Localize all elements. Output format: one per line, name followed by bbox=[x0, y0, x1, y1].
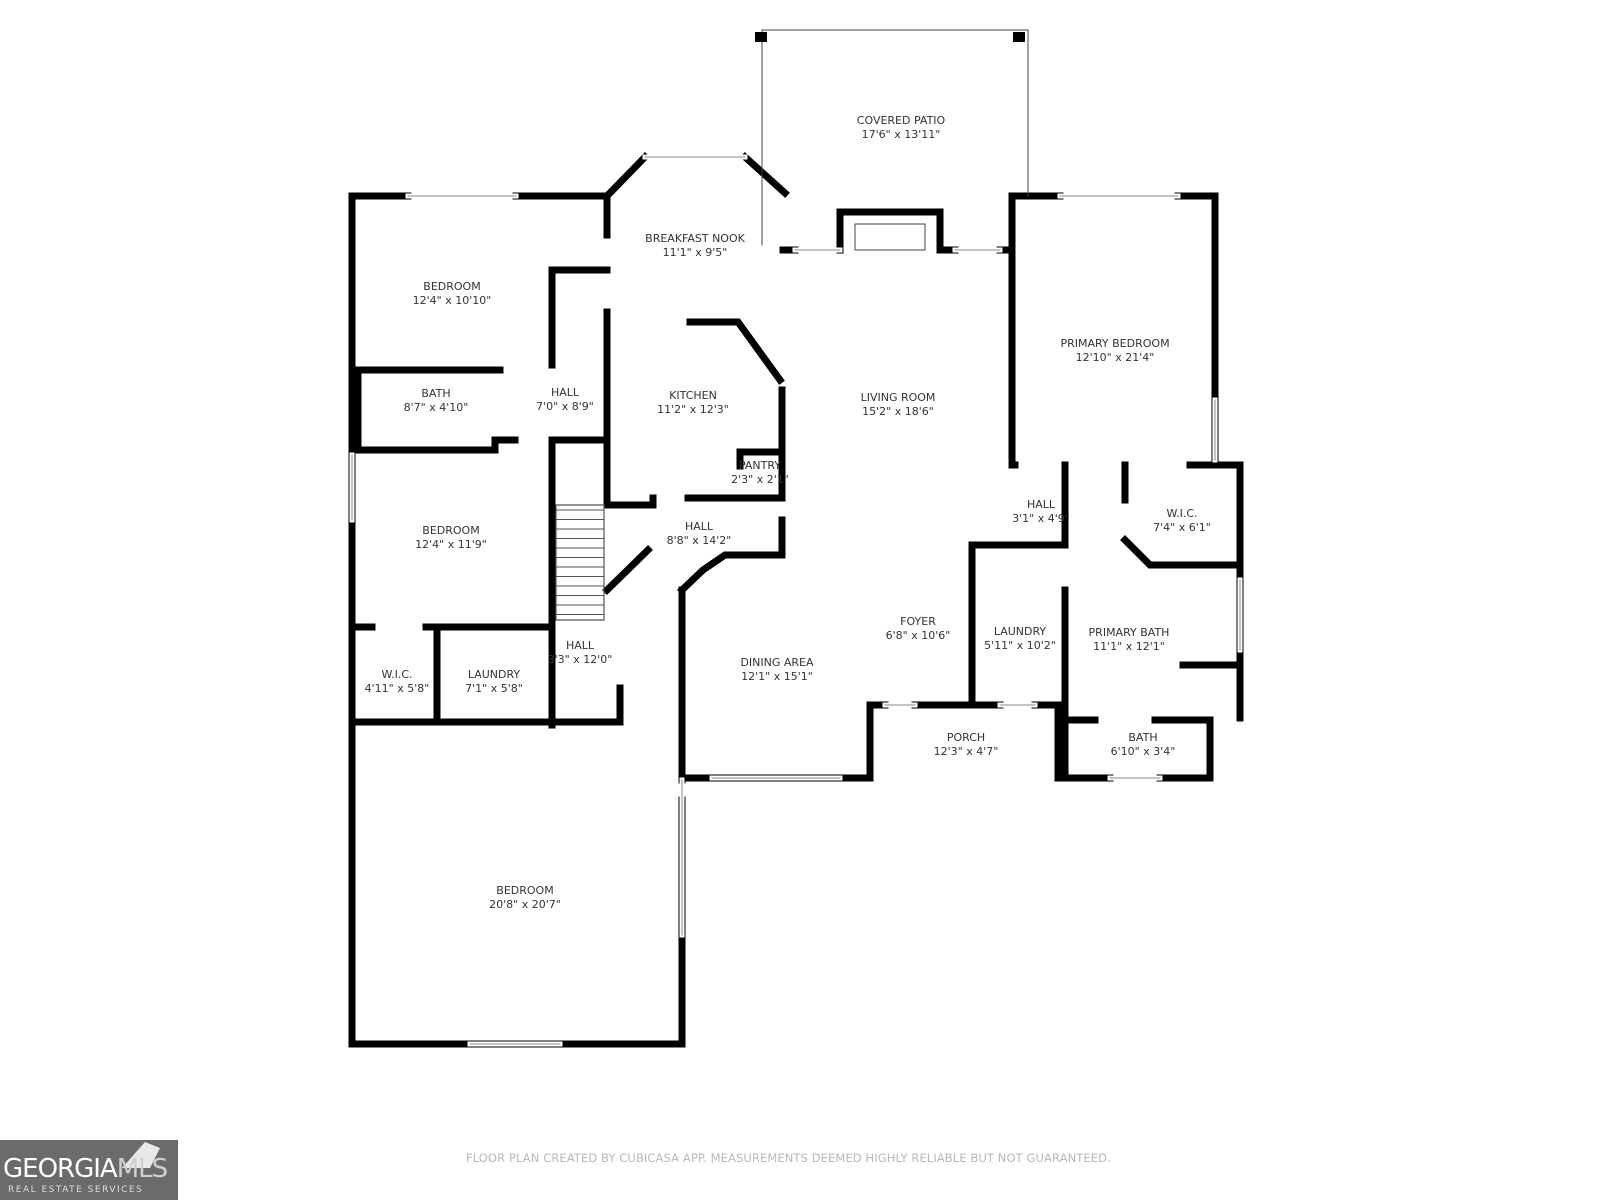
room-name: COVERED PATIO bbox=[856, 114, 946, 127]
wall bbox=[602, 152, 650, 201]
wall bbox=[836, 208, 944, 254]
room-dimensions: 15'2" x 18'6" bbox=[862, 405, 934, 418]
room-dimensions: 5'11" x 10'2" bbox=[984, 639, 1056, 652]
wall bbox=[348, 192, 412, 1048]
wall bbox=[1186, 461, 1244, 722]
room-dimensions: 12'4" x 11'9" bbox=[415, 538, 487, 551]
wall bbox=[1061, 716, 1114, 782]
room-name: HALL bbox=[684, 520, 714, 533]
room-name: LAUNDRY bbox=[993, 625, 1047, 638]
georgia-mls-logo: GEORGIAMLS REAL ESTATE SERVICES bbox=[0, 1140, 178, 1200]
disclaimer-footer: FLOOR PLAN CREATED BY CUBICASA APP. MEAS… bbox=[466, 1151, 1111, 1165]
room-name: LIVING ROOM bbox=[860, 391, 936, 404]
room-dimensions: 7'1" x 5'8" bbox=[465, 682, 523, 695]
room-dimensions: 6'8" x 10'6" bbox=[885, 629, 951, 642]
room-name: W.I.C. bbox=[381, 668, 413, 681]
room-dimensions: 2'3" x 2'1" bbox=[731, 473, 789, 486]
room-label: W.I.C.7'4" x 6'1" bbox=[1153, 507, 1211, 535]
room-dimensions: 11'2" x 12'3" bbox=[657, 403, 729, 416]
room-name: PRIMARY BATH bbox=[1088, 626, 1170, 639]
room-dimensions: 3'1" x 4'9" bbox=[1012, 512, 1070, 525]
fireplace bbox=[854, 223, 926, 251]
wall bbox=[1151, 716, 1214, 782]
roof-icon bbox=[122, 1142, 160, 1168]
room-dimensions: 8'8" x 14'2" bbox=[666, 534, 732, 547]
room-dimensions: 11'1" x 9'5" bbox=[662, 246, 728, 259]
room-name: HALL bbox=[565, 639, 595, 652]
room-dimensions: 11'1" x 12'1" bbox=[1093, 640, 1165, 653]
staircase bbox=[555, 504, 605, 621]
room-name: HALL bbox=[550, 386, 580, 399]
room-name: PORCH bbox=[946, 731, 986, 744]
room-dimensions: 8'7" x 4'10" bbox=[403, 401, 469, 414]
wall bbox=[348, 718, 686, 1048]
room-dimensions: 12'10" x 21'4" bbox=[1075, 351, 1155, 364]
wall bbox=[740, 152, 790, 198]
logo-tagline: REAL ESTATE SERVICES bbox=[8, 1185, 144, 1195]
wall bbox=[678, 701, 874, 782]
room-dimensions: 3'3" x 12'0" bbox=[547, 653, 613, 666]
wall bbox=[677, 543, 786, 595]
room-name: BREAKFAST NOOK bbox=[645, 232, 745, 245]
room-name: HALL bbox=[1026, 498, 1056, 511]
room-dimensions: 7'4" x 6'1" bbox=[1153, 521, 1211, 534]
room-name: BEDROOM bbox=[496, 884, 554, 897]
room-name: FOYER bbox=[900, 615, 936, 628]
room-dimensions: 20'8" x 20'7" bbox=[489, 898, 561, 911]
room-name: PRIMARY BEDROOM bbox=[1060, 337, 1170, 350]
room-label: W.I.C.4'11" x 5'8" bbox=[365, 668, 430, 696]
room-name: PANTRY bbox=[738, 459, 782, 472]
room-name: BEDROOM bbox=[423, 280, 481, 293]
room-dimensions: 12'4" x 10'10" bbox=[412, 294, 492, 307]
room-dimensions: 7'0" x 8'9" bbox=[536, 400, 594, 413]
room-name: LAUNDRY bbox=[467, 668, 521, 681]
wall bbox=[1174, 192, 1219, 464]
room-name: BATH bbox=[421, 387, 451, 400]
logo-brand: GEORGIA bbox=[3, 1154, 118, 1184]
wall bbox=[1061, 586, 1099, 724]
room-dimensions: 12'1" x 15'1" bbox=[741, 670, 813, 683]
room-name: BEDROOM bbox=[422, 524, 480, 537]
patio-outline bbox=[761, 29, 1029, 246]
post bbox=[755, 32, 767, 42]
room-dimensions: 12'3" x 4'7" bbox=[933, 745, 999, 758]
wall bbox=[354, 366, 519, 454]
wall bbox=[1120, 535, 1244, 569]
room-name: KITCHEN bbox=[669, 389, 717, 402]
room-name: BATH bbox=[1128, 731, 1158, 744]
room-dimensions: 17'6" x 13'11" bbox=[861, 128, 941, 141]
room-dimensions: 6'10" x 3'4" bbox=[1110, 745, 1176, 758]
post bbox=[1013, 32, 1025, 42]
room-name: W.I.C. bbox=[1166, 507, 1198, 520]
wall bbox=[602, 545, 653, 595]
wall bbox=[686, 318, 785, 385]
room-name: DINING AREA bbox=[740, 656, 814, 669]
room-dimensions: 4'11" x 5'8" bbox=[364, 682, 430, 695]
logo-brand-accent: MLS bbox=[116, 1154, 168, 1184]
